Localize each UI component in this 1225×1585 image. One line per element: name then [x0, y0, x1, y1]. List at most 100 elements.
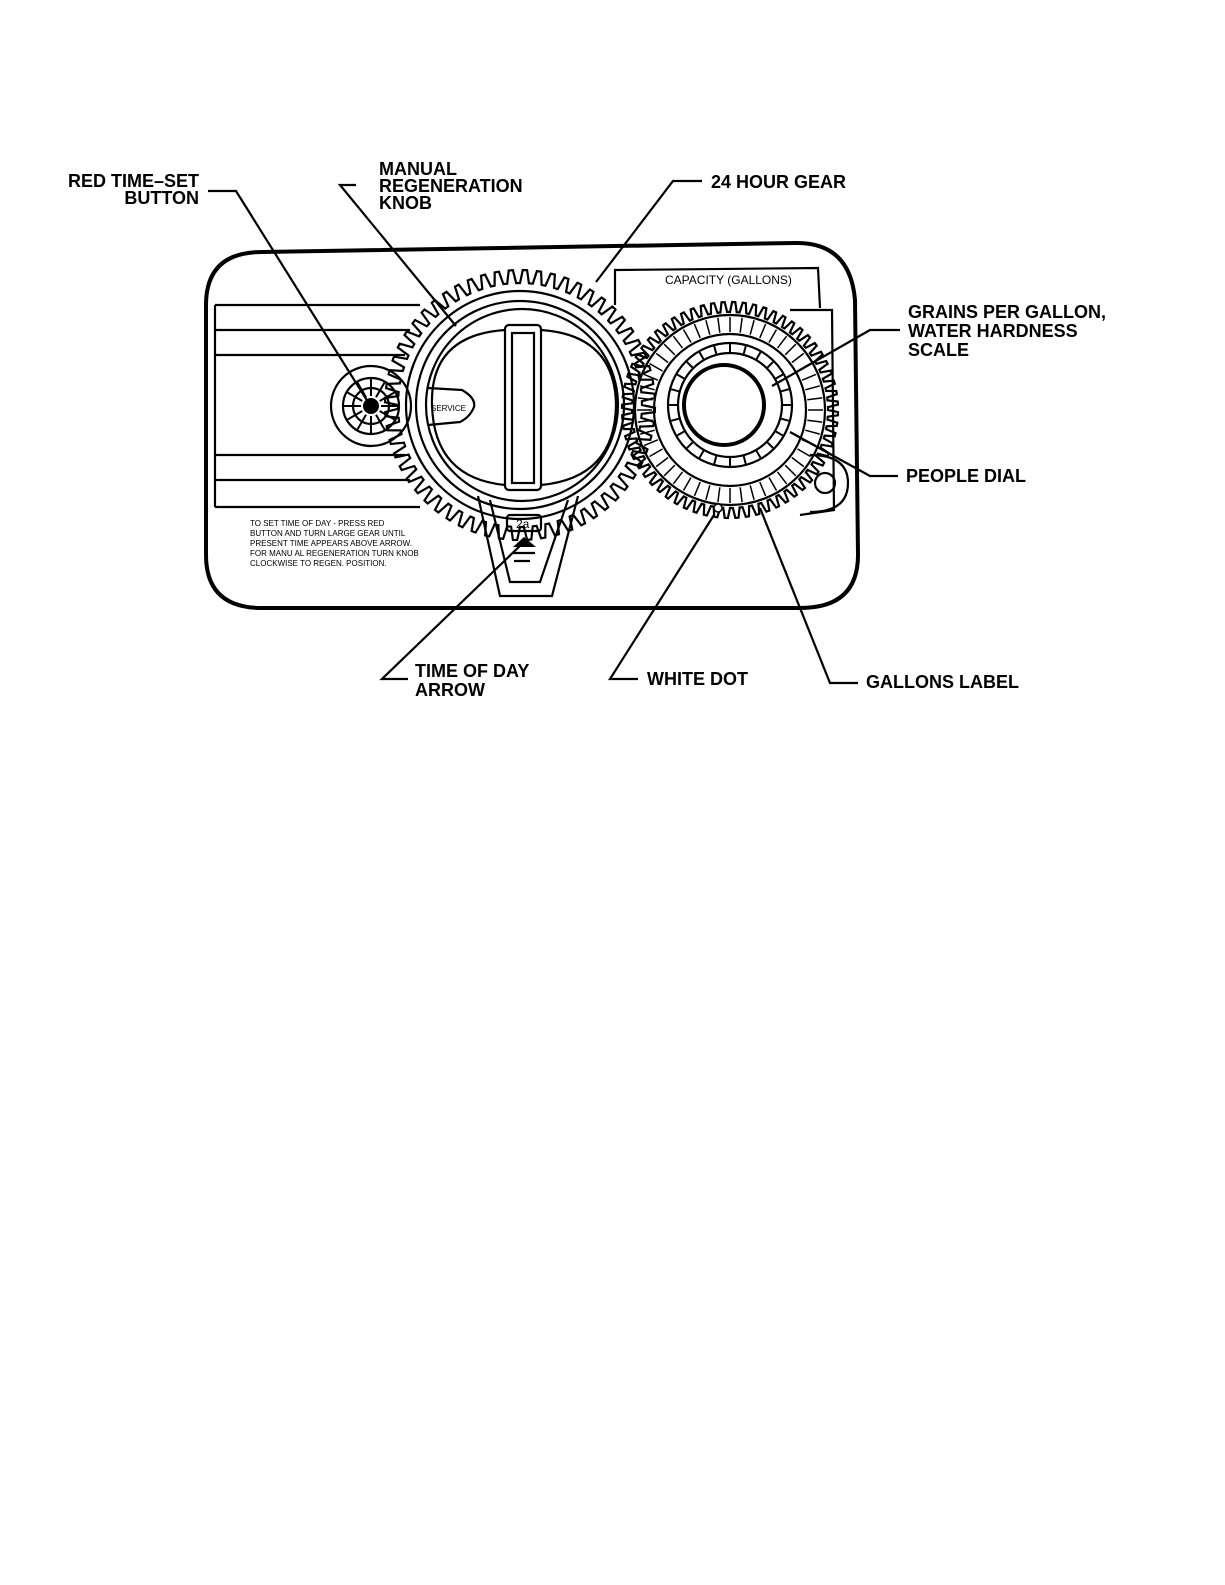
- callout-grains-line-2: WATER HARDNESS: [908, 321, 1078, 341]
- dial-tick: [655, 456, 669, 468]
- dial-tick: [780, 388, 790, 393]
- instruction-line-5: CLOCKWISE TO REGEN. POSITION.: [250, 559, 387, 568]
- dial-tick: [742, 345, 747, 355]
- dial-tick: [791, 456, 805, 468]
- callout-red-time-set-line-1: RED TIME–SET: [68, 171, 199, 191]
- dial-tick: [705, 485, 711, 500]
- dial-tick: [780, 417, 790, 422]
- dial-tick: [784, 343, 797, 356]
- callout-grains-per-gallon: GRAINS PER GALLON, WATER HARDNESS SCALE: [908, 302, 1106, 360]
- dial-tick: [717, 317, 721, 333]
- dial-tick: [693, 481, 701, 497]
- dial-tick: [672, 335, 684, 349]
- service-label: SERVICE: [431, 404, 466, 413]
- dial-tick: [759, 481, 767, 497]
- dial-tick: [807, 397, 823, 401]
- dial-tick: [356, 414, 367, 430]
- dial-tick: [693, 323, 701, 339]
- dial-tick: [776, 335, 788, 349]
- callout-red-time-set-line-2: BUTTON: [124, 188, 199, 208]
- callout-manual-regeneration-knob: MANUAL REGENERATION KNOB: [379, 159, 523, 213]
- instruction-line-3: PRESENT TIME APPEARS ABOVE ARROW.: [250, 539, 412, 548]
- position-label: 2a: [516, 517, 530, 531]
- callout-manual-line-3: KNOB: [379, 193, 432, 213]
- instruction-text: TO SET TIME OF DAY - PRESS RED BUTTON AN…: [250, 519, 419, 568]
- callout-grains-line-1: GRAINS PER GALLON,: [908, 302, 1106, 322]
- dial-tick: [655, 352, 669, 364]
- dial-tick: [775, 373, 784, 380]
- dial-tick: [637, 397, 653, 401]
- dial-tick: [742, 455, 747, 465]
- dial-tick: [698, 351, 705, 360]
- dial-tick: [807, 419, 823, 423]
- callout-grains-line-3: SCALE: [908, 340, 969, 360]
- dial-tick: [805, 429, 820, 435]
- dial-tick: [663, 464, 676, 477]
- instruction-line-4: FOR MANU AL REGENERATION TURN KNOB: [250, 549, 419, 558]
- dial-tick: [791, 352, 805, 364]
- dial-tick: [801, 373, 817, 381]
- dial-tick: [686, 441, 694, 449]
- dial-tick: [643, 439, 659, 447]
- capacity-label: CAPACITY (GALLONS): [665, 273, 792, 287]
- dial-tick: [755, 450, 762, 459]
- callout-manual-line-1: MANUAL: [379, 159, 457, 179]
- callout-time-of-day-line-2: ARROW: [415, 680, 485, 700]
- dial-tick: [676, 430, 685, 437]
- callout-red-time-set-button: RED TIME–SET BUTTON: [68, 171, 199, 208]
- dial-tick: [347, 391, 363, 402]
- dial-tick: [375, 382, 386, 398]
- dial-tick: [705, 320, 711, 335]
- dial-tick: [686, 361, 694, 369]
- mounting-hole: [809, 453, 850, 514]
- dial-tick: [649, 362, 663, 372]
- callout-time-of-day-line-1: TIME OF DAY: [415, 661, 529, 681]
- dial-tick: [637, 419, 653, 423]
- dial-tick: [347, 410, 363, 421]
- time-of-day-arrow-mark: [513, 537, 536, 547]
- callout-time-of-day-arrow: TIME OF DAY ARROW: [415, 661, 529, 700]
- dial-tick: [768, 329, 778, 343]
- dial-tick: [739, 487, 743, 503]
- dial-tick: [759, 323, 767, 339]
- callout-white-dot: WHITE DOT: [647, 669, 748, 689]
- callout-leaders: [208, 179, 900, 685]
- instruction-line-1: TO SET TIME OF DAY - PRESS RED: [250, 519, 385, 528]
- white-dot: [713, 503, 723, 513]
- dial-tick: [670, 388, 680, 393]
- dial-tick: [643, 373, 659, 381]
- dial-tick: [766, 361, 774, 369]
- dial-tick: [717, 487, 721, 503]
- manual-regeneration-knob[interactable]: [424, 307, 620, 503]
- dial-tick: [775, 430, 784, 437]
- dial-tick: [663, 343, 676, 356]
- red-time-set-button[interactable]: [329, 364, 413, 448]
- grains-per-gallon-scale[interactable]: [666, 341, 794, 469]
- dial-tick: [698, 450, 705, 459]
- dial-tick: [682, 329, 692, 343]
- dial-tick: [776, 471, 788, 485]
- dial-tick: [670, 417, 680, 422]
- dial-tick: [768, 477, 778, 491]
- dial-tick: [640, 385, 655, 391]
- dial-tick: [739, 317, 743, 333]
- service-pointer: SERVICE: [427, 386, 476, 427]
- dial-tick: [649, 448, 663, 458]
- people-dial[interactable]: [620, 300, 840, 520]
- dial-tick: [749, 485, 755, 500]
- dial-tick: [749, 320, 755, 335]
- dial-tick: [713, 455, 718, 465]
- dial-tick: [713, 345, 718, 355]
- dial-tick: [805, 385, 820, 391]
- dial-tick: [640, 429, 655, 435]
- dial-tick: [375, 414, 386, 430]
- callout-people-dial: PEOPLE DIAL: [906, 466, 1026, 486]
- instruction-line-2: BUTTON AND TURN LARGE GEAR UNTIL: [250, 529, 406, 538]
- time-of-day-window: 2a: [476, 495, 580, 598]
- dial-tick: [682, 477, 692, 491]
- dial-tick: [755, 351, 762, 360]
- callout-gallons-label: GALLONS LABEL: [866, 672, 1019, 692]
- dial-tick: [784, 464, 797, 477]
- dial-tick: [672, 471, 684, 485]
